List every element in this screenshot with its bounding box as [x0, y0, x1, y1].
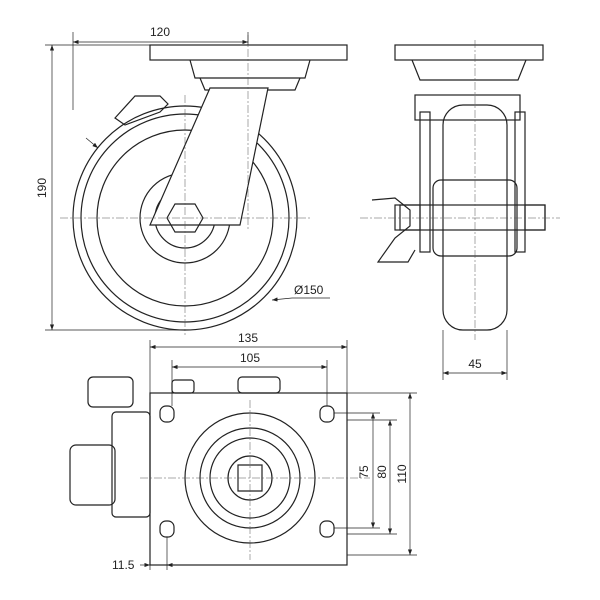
side-view: 45 [360, 40, 560, 380]
dim-105: 105 [240, 351, 260, 365]
top-plate [149, 44, 348, 61]
mounting-plate [149, 392, 348, 566]
dim-45: 45 [468, 357, 482, 371]
brake-pedal [114, 95, 169, 126]
hex-hole [237, 464, 263, 492]
brake-pedal-top [87, 376, 134, 408]
dim-135: 135 [238, 331, 258, 345]
mounting-hole [159, 520, 175, 538]
bottom-view: 135 105 75 80 110 11.5 [69, 331, 417, 572]
axle-nut [166, 203, 204, 233]
fork-arm [149, 87, 269, 226]
mounting-hole [319, 520, 335, 538]
mounting-hole [159, 405, 175, 423]
dim-11-5: 11.5 [112, 558, 135, 572]
dim-80: 80 [375, 465, 389, 479]
top-plate-side [394, 44, 544, 61]
dim-75: 75 [357, 465, 371, 479]
dim-110: 110 [395, 464, 409, 483]
dim-120: 120 [150, 25, 170, 39]
dim-190: 190 [35, 178, 49, 198]
mounting-hole [319, 405, 335, 423]
axle-nut-side [524, 204, 546, 231]
front-view: 120 190 Ø150 [35, 25, 348, 335]
dim-diameter-150: Ø150 [294, 283, 324, 297]
swivel-bearing [189, 59, 311, 79]
